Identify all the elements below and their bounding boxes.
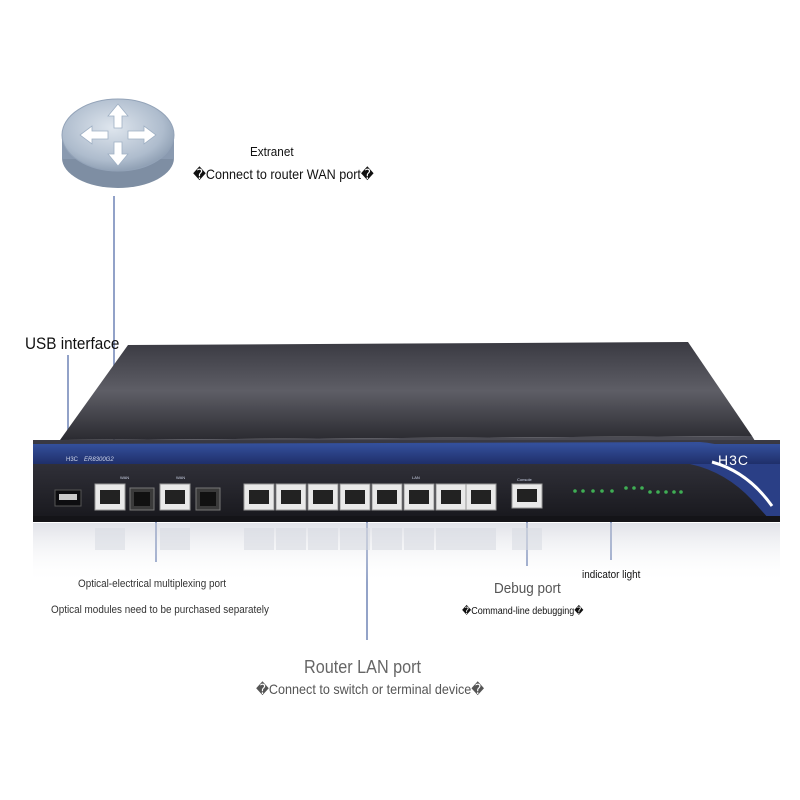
extranet-title: Extranet (250, 144, 294, 159)
lan-port-8[interactable] (465, 483, 497, 511)
brand-logo: H3C (718, 452, 749, 468)
lan-port-7[interactable] (435, 483, 467, 511)
device-top-cover (60, 342, 752, 440)
lan-port-title: Router LAN port (304, 657, 422, 677)
usb-interface-label: USB interface (25, 334, 120, 353)
lan-port-4[interactable] (339, 483, 371, 511)
lan-port-description: �Connect to switch or terminal device� (256, 681, 485, 697)
lan-ports (243, 483, 497, 511)
debug-port-title: Debug port (494, 580, 561, 597)
debug-port-description: �Command-line debugging� (462, 606, 584, 617)
panel-wan2-label: WAN (176, 475, 185, 480)
panel-wan-label: WAN (120, 475, 129, 480)
optical-port-note: Optical modules need to be purchased sep… (51, 604, 269, 616)
panel-console-label: Console (517, 477, 532, 482)
console-port[interactable] (511, 483, 543, 509)
wan-ethernet-port-1[interactable] (94, 483, 126, 511)
panel-model-name: ER8300G2 (84, 457, 114, 463)
panel-small-brand: H3C (66, 457, 79, 463)
panel-lan-label: LAN (412, 475, 420, 480)
extranet-description: �Connect to router WAN port� (193, 166, 374, 182)
optical-port-label: Optical-electrical multiplexing port (78, 578, 227, 590)
lan-port-1[interactable] (243, 483, 275, 511)
usb-port[interactable] (54, 489, 82, 507)
lan-port-6[interactable] (403, 483, 435, 511)
lan-port-3[interactable] (307, 483, 339, 511)
sfp-port-1[interactable] (129, 487, 155, 511)
wan-ethernet-port-2[interactable] (159, 483, 191, 511)
indicator-lights (573, 486, 683, 494)
sfp-port-2[interactable] (195, 487, 221, 511)
lan-port-2[interactable] (275, 483, 307, 511)
device-reflection (33, 523, 780, 583)
lan-port-5[interactable] (371, 483, 403, 511)
router-icon (61, 98, 175, 188)
indicator-light-label: indicator light (582, 569, 641, 581)
